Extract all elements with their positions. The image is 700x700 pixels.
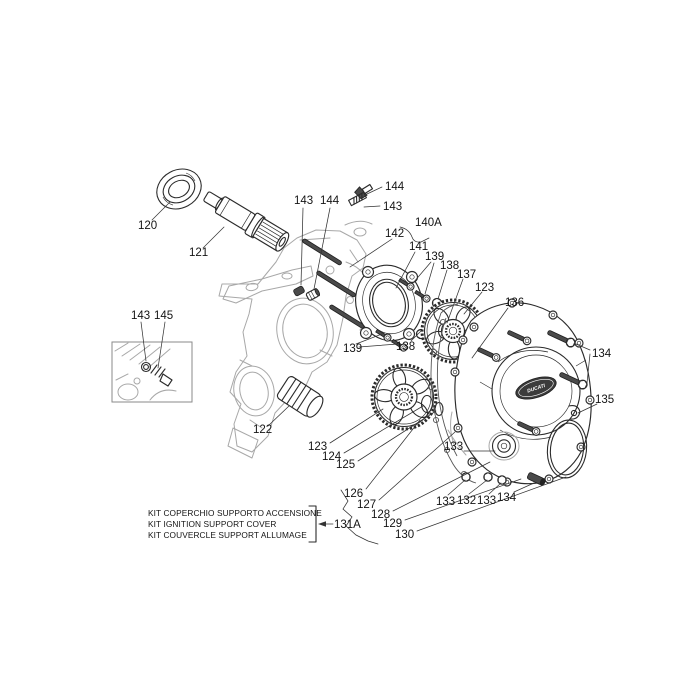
spring-143-top	[348, 191, 367, 207]
part-label-123: 123	[475, 282, 494, 294]
part-label-128: 128	[371, 509, 390, 521]
part-label-143: 143	[294, 195, 313, 207]
kit-line-italian: KIT COPERCHIO SUPPORTO ACCENSIONE	[148, 508, 322, 518]
part-label-145: 145	[154, 310, 173, 322]
ignition-cover-131A: DUCATI	[450, 298, 595, 487]
part-label-134: 134	[497, 492, 517, 504]
cover-screw	[477, 347, 501, 362]
part-label-143: 143	[131, 310, 150, 322]
part-label-133: 133	[477, 495, 496, 507]
cover-screw	[517, 421, 541, 436]
crankcase-outline	[218, 220, 467, 459]
part-label-138: 138	[440, 260, 459, 272]
kit-line-english: KIT IGNITION SUPPORT COVER	[148, 519, 276, 529]
inset-detail-box	[111, 341, 193, 403]
part-label-120: 120	[138, 220, 157, 232]
kit-bracket	[308, 505, 317, 543]
part-label-135: 135	[595, 394, 614, 406]
part-label-144: 144	[320, 195, 340, 207]
part-label-136: 136	[505, 297, 524, 309]
cover-screw	[507, 330, 532, 346]
kit-line-french: KIT COUVERCLE SUPPORT ALLUMAGE	[148, 530, 307, 540]
part-label-143: 143	[383, 201, 402, 213]
bolt-134-bottom	[526, 472, 546, 486]
bearing-120	[156, 168, 202, 210]
part-label-139: 139	[343, 343, 362, 355]
sensor-ring-143	[140, 361, 152, 373]
part-label-126: 126	[344, 488, 363, 500]
part-label-125: 125	[336, 459, 355, 471]
part-label-121: 121	[189, 247, 208, 259]
part-label-132: 132	[457, 495, 476, 507]
part-label-142: 142	[385, 228, 404, 240]
part-label-133: 133	[444, 441, 463, 453]
part-label-127: 127	[357, 499, 376, 511]
part-label-138: 138	[396, 341, 415, 353]
part-label-141: 141	[409, 241, 428, 253]
screws-134	[547, 330, 588, 390]
ring-124	[420, 394, 434, 414]
kit-box: KIT COPERCHIO SUPPORTO ACCENSIONE KIT IG…	[148, 505, 361, 543]
part-label-131A: 131A	[334, 519, 361, 531]
kit-arrow	[318, 521, 326, 527]
studs-142	[302, 238, 365, 329]
part-labels: 120 121 143 144 144 143 140A 142 141 139…	[131, 181, 614, 541]
part-label-130: 130	[395, 529, 414, 541]
screws-139	[375, 277, 431, 352]
part-label-134: 134	[592, 348, 612, 360]
sprocket-123-lower	[370, 363, 444, 431]
part-label-129: 129	[383, 518, 402, 530]
badge-text: DUCATI	[527, 383, 547, 395]
shaft-121	[203, 191, 290, 252]
screw-144-top	[354, 183, 374, 200]
part-label-124: 124	[322, 451, 342, 463]
part-label-144: 144	[385, 181, 405, 193]
part-label-137: 137	[457, 269, 476, 281]
part-label-140A: 140A	[415, 217, 442, 229]
bullet-144-center	[305, 288, 321, 301]
part-label-139: 139	[425, 251, 444, 263]
part-label-133: 133	[436, 496, 455, 508]
part-label-123: 123	[308, 441, 327, 453]
plug-122	[276, 376, 324, 418]
part-label-122: 122	[253, 424, 272, 436]
bullet-143-center	[293, 285, 305, 297]
sensor-145	[150, 364, 173, 387]
brand-badge: DUCATI	[515, 376, 557, 400]
leader-lines	[140, 186, 598, 545]
